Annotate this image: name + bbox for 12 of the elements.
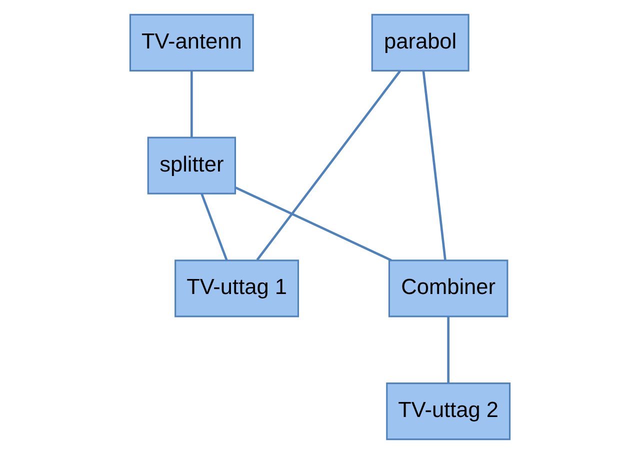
connector xyxy=(422,70,446,260)
node-box: splitter xyxy=(147,136,236,194)
connector xyxy=(447,316,450,384)
node-box: TV-uttag 1 xyxy=(174,260,299,318)
node-box: TV-uttag 2 xyxy=(386,382,511,440)
connector xyxy=(200,193,228,261)
node-box: Combiner xyxy=(388,260,508,318)
connector xyxy=(235,186,392,262)
connector xyxy=(256,70,401,261)
node-box: parabol xyxy=(371,14,470,72)
node-box: TV-antenn xyxy=(129,14,254,72)
connector xyxy=(190,70,193,138)
